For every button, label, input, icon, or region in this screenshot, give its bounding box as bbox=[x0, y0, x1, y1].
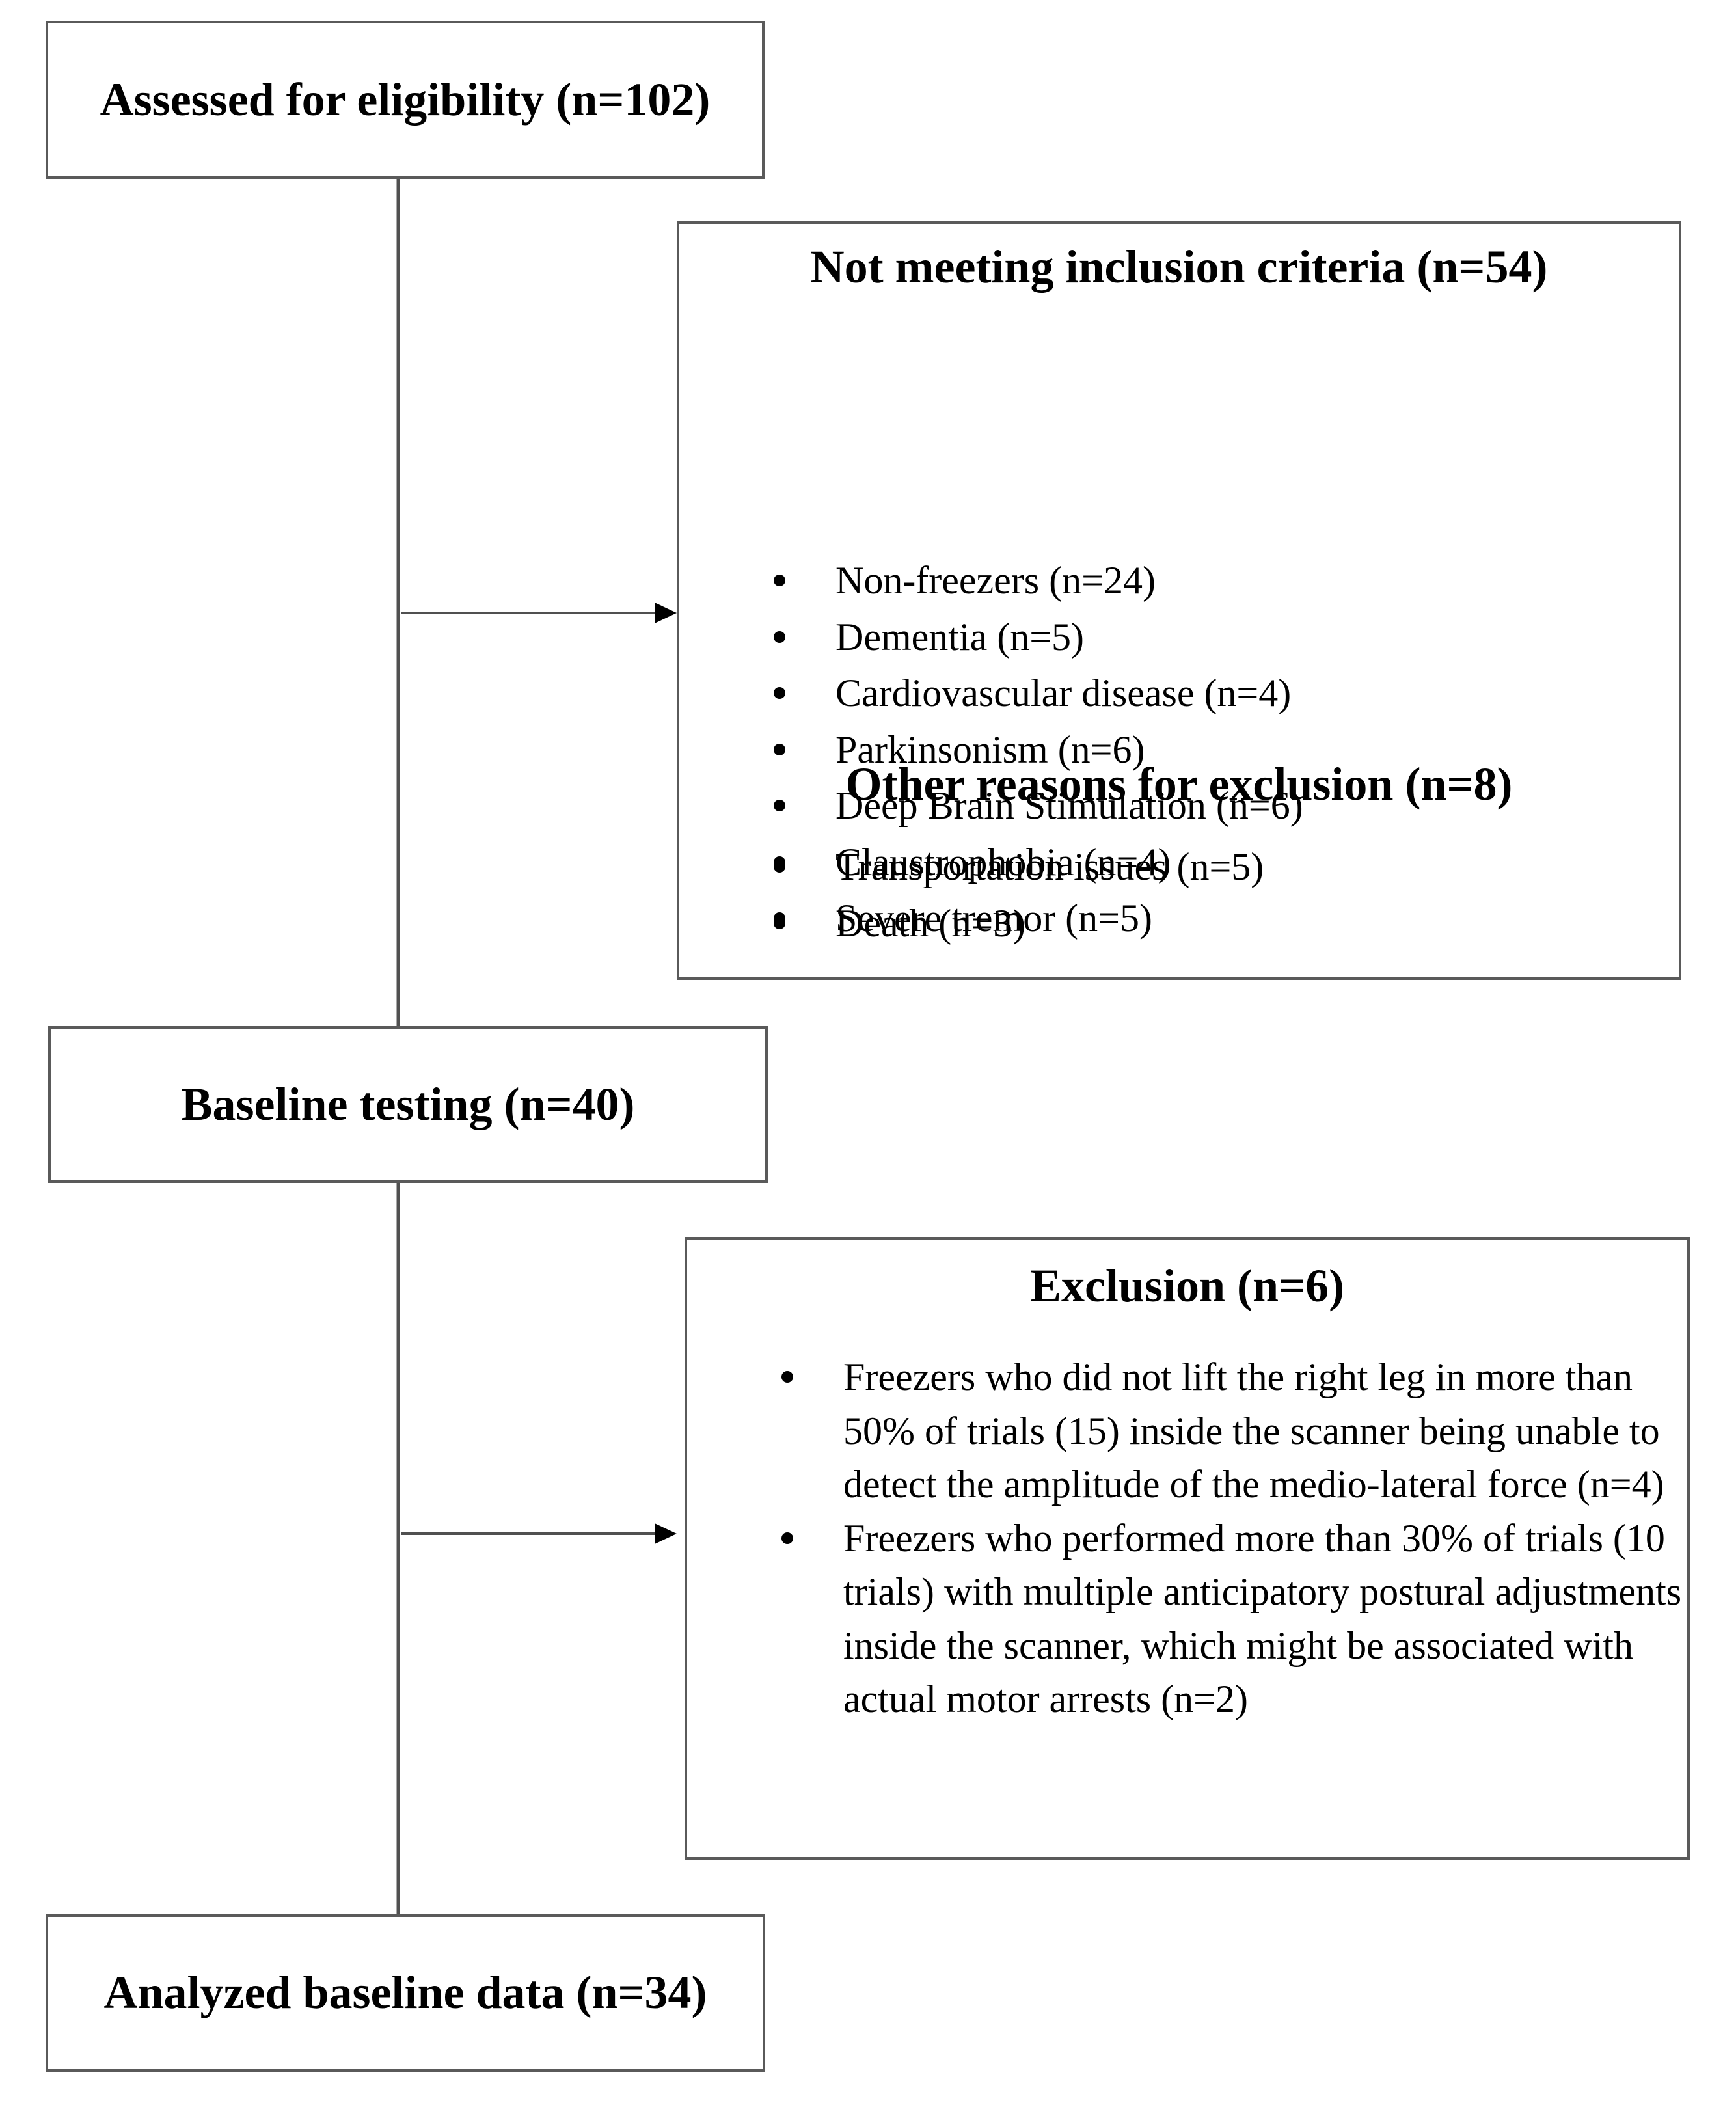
assessed-label: Assessed for eligibility (n=102) bbox=[100, 73, 711, 126]
assessed-box: Assessed for eligibility (n=102) bbox=[46, 21, 765, 179]
list-item: Death (n=3) bbox=[774, 895, 1264, 952]
bullet-icon bbox=[774, 800, 785, 811]
list-item-text: Deep Brain Stimulation (n=6) bbox=[835, 784, 1303, 827]
exclusion-title: Exclusion (n=6) bbox=[1029, 1260, 1345, 1312]
bullet-icon bbox=[781, 1371, 793, 1383]
list-item: Cardiovascular disease (n=4) bbox=[774, 665, 1303, 722]
bullet-icon bbox=[774, 743, 785, 755]
not-meeting-box: Not meeting inclusion criteria (n=54) No… bbox=[677, 221, 1681, 980]
other-reasons-title: Other reasons for exclusion (n=8) bbox=[845, 758, 1513, 810]
list-item: Transportation issues (n=5) bbox=[774, 839, 1264, 895]
analyzed-label: Analyzed baseline data (n=34) bbox=[103, 1966, 707, 2019]
list-item-text: Death (n=3) bbox=[835, 901, 1026, 945]
not-meeting-list: Non-freezers (n=24) Dementia (n=5) Cardi… bbox=[679, 552, 1303, 947]
arrowhead-not-meeting-icon bbox=[655, 603, 677, 623]
list-item-text: Parkinsonism (n=6) bbox=[835, 727, 1145, 771]
list-item: Non-freezers (n=24) bbox=[774, 552, 1303, 609]
bullet-icon bbox=[774, 575, 785, 586]
bullet-icon bbox=[774, 687, 785, 699]
list-item-text: Cardiovascular disease (n=4) bbox=[835, 672, 1292, 714]
bullet-icon bbox=[774, 861, 785, 873]
bullet-icon bbox=[774, 917, 785, 929]
list-item: Freezers who performed more than 30% of … bbox=[781, 1512, 1683, 1726]
analyzed-box: Analyzed baseline data (n=34) bbox=[46, 1914, 765, 2072]
baseline-box: Baseline testing (n=40) bbox=[48, 1026, 768, 1183]
list-item: Dementia (n=5) bbox=[774, 609, 1303, 666]
list-item: Parkinsonism (n=6) bbox=[774, 722, 1303, 778]
exclusion-box: Exclusion (n=6) Freezers who did not lif… bbox=[685, 1237, 1690, 1860]
list-item-text: Dementia (n=5) bbox=[835, 615, 1085, 659]
list-item: Deep Brain Stimulation (n=6) bbox=[774, 778, 1303, 834]
exclusion-list: Freezers who did not lift the right leg … bbox=[687, 1350, 1683, 1726]
list-item-text: Freezers who performed more than 30% of … bbox=[843, 1516, 1682, 1721]
list-item: Severe tremor (n=5) bbox=[774, 890, 1303, 947]
list-item-text: Transportation issues (n=5) bbox=[835, 845, 1264, 888]
list-item-text: Freezers who did not lift the right leg … bbox=[843, 1355, 1664, 1506]
arrowhead-exclusion-icon bbox=[655, 1523, 677, 1544]
bullet-icon bbox=[774, 631, 785, 643]
other-reasons-list: Transportation issues (n=5) Death (n=3) bbox=[679, 839, 1264, 951]
list-item-text: Claustrophobia (n=4) bbox=[835, 840, 1171, 884]
list-item-text: Non-freezers (n=24) bbox=[835, 559, 1156, 602]
list-item: Freezers who did not lift the right leg … bbox=[781, 1350, 1683, 1512]
baseline-label: Baseline testing (n=40) bbox=[181, 1078, 635, 1130]
list-item-text: Severe tremor (n=5) bbox=[835, 897, 1152, 940]
bullet-icon bbox=[781, 1532, 793, 1544]
not-meeting-title: Not meeting inclusion criteria (n=54) bbox=[810, 241, 1548, 293]
